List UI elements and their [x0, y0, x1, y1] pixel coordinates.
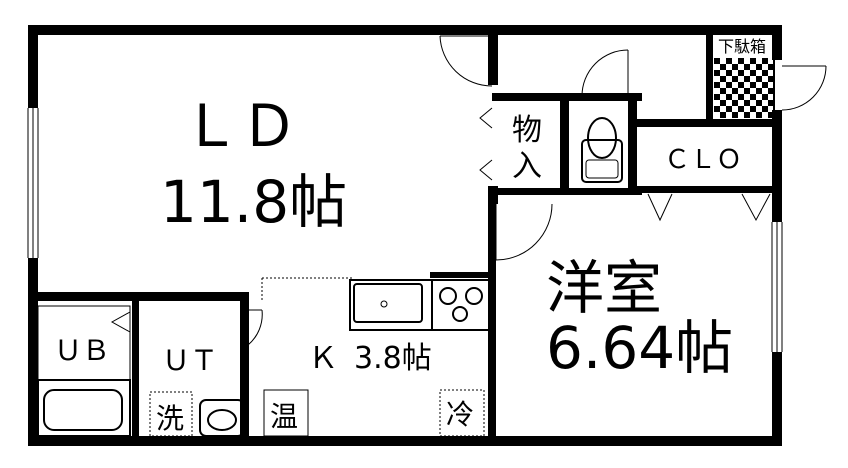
doors — [110, 35, 827, 346]
checker-cell — [756, 100, 762, 106]
checker-cell — [732, 112, 738, 118]
checker-cell — [738, 58, 744, 64]
checker-cell — [726, 94, 732, 100]
kitchen-counter — [261, 277, 491, 331]
checker-cell — [750, 94, 756, 100]
checker-cell — [762, 70, 768, 76]
checker-cell — [762, 82, 768, 88]
windows — [27, 108, 783, 352]
water-heater-label: 温 — [270, 400, 298, 433]
checker-cell — [732, 100, 738, 106]
checker-cell — [714, 94, 720, 100]
ld-room-size: 11.8帖 — [160, 168, 347, 236]
ut-room-name: ＵＴ — [162, 344, 218, 377]
bathtub-icon — [37, 305, 131, 437]
checker-cell — [714, 70, 720, 76]
checker-cell — [756, 64, 762, 70]
checker-cell — [720, 64, 726, 70]
toilet-icon — [581, 117, 623, 183]
kitchen-room-name: Ｋ — [308, 341, 338, 376]
western-room-name: 洋室 — [546, 254, 662, 322]
washbasin-icon — [199, 399, 245, 437]
checker-cell — [768, 100, 774, 106]
checker-cell — [720, 88, 726, 94]
checker-cell — [768, 64, 774, 70]
checker-cell — [744, 88, 750, 94]
checker-cell — [744, 112, 750, 118]
checker-cell — [732, 76, 738, 82]
outer-walls — [28, 25, 782, 446]
ld-room-name: ＬＤ — [182, 92, 298, 160]
checker-cell — [762, 106, 768, 112]
checker-cell — [726, 106, 732, 112]
checker-cell — [744, 76, 750, 82]
checker-cell — [738, 94, 744, 100]
checker-cell — [732, 64, 738, 70]
checker-cell — [768, 112, 774, 118]
checker-cell — [720, 100, 726, 106]
clo-room-name: ＣＬＯ — [664, 145, 742, 175]
fridge-label: 冷 — [446, 398, 474, 431]
fixture-boxes — [149, 389, 485, 437]
checker-cell — [738, 82, 744, 88]
checker-cell — [750, 70, 756, 76]
checker-cell — [732, 88, 738, 94]
shoe-box-label: 下駄箱 — [718, 37, 766, 56]
storage-label-line1: 物 — [512, 113, 542, 148]
storage-label-line2: 入 — [512, 149, 542, 184]
checker-cell — [756, 88, 762, 94]
checker-cell — [750, 106, 756, 112]
interior-walls — [28, 25, 777, 446]
western-room-size: 6.64帖 — [546, 314, 733, 382]
checker-cell — [738, 106, 744, 112]
checker-cell — [726, 58, 732, 64]
checker-cell — [726, 70, 732, 76]
ub-room-name: ＵＢ — [54, 334, 110, 367]
washer-label: 洗 — [156, 402, 184, 435]
checker-cell — [768, 88, 774, 94]
checker-cell — [756, 76, 762, 82]
shoe-box — [711, 33, 775, 121]
checker-cell — [744, 100, 750, 106]
checker-cell — [720, 112, 726, 118]
checker-cell — [714, 58, 720, 64]
checker-cell — [750, 58, 756, 64]
checker-cell — [762, 94, 768, 100]
checker-cell — [714, 82, 720, 88]
checker-cell — [756, 112, 762, 118]
checker-cell — [744, 64, 750, 70]
kitchen-room-size: 3.8帖 — [354, 341, 432, 376]
checker-cell — [726, 82, 732, 88]
checker-cell — [720, 76, 726, 82]
checker-cell — [768, 76, 774, 82]
checker-cell — [762, 58, 768, 64]
checker-cell — [738, 70, 744, 76]
checker-cell — [714, 106, 720, 112]
checker-cell — [750, 82, 756, 88]
